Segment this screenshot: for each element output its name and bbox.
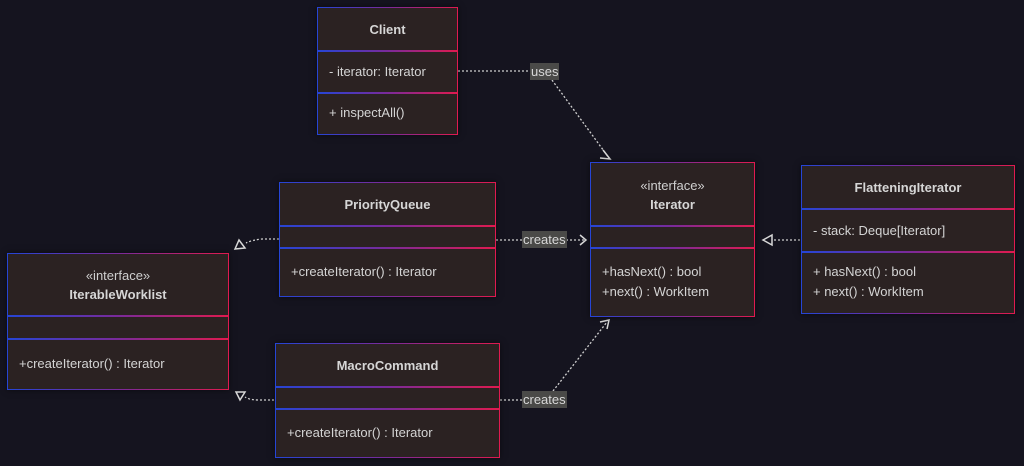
class-methods: +createIterator() : Iterator	[275, 408, 500, 456]
class-methods: +hasNext() : bool +next() : WorkItem	[590, 247, 755, 315]
class-header: «interface» Iterator	[591, 163, 754, 226]
class-header: MacroCommand	[276, 344, 499, 387]
class-name: IterableWorklist	[69, 287, 167, 302]
method: + next() : WorkItem	[813, 284, 924, 299]
attribute: - iterator: Iterator	[329, 64, 426, 79]
class-header: FlatteningIterator	[802, 166, 1014, 209]
method: + inspectAll()	[329, 105, 405, 120]
class-header: «interface» IterableWorklist	[8, 254, 228, 316]
arrowhead-open-icon	[579, 234, 588, 246]
class-iterable-worklist[interactable]: «interface» IterableWorklist +createIter…	[7, 253, 229, 390]
class-client[interactable]: Client - iterator: Iterator + inspectAll…	[317, 7, 458, 135]
edge-priorityqueue-realizes-worklist	[245, 238, 279, 244]
edge-label-uses: uses	[530, 63, 560, 80]
class-attributes	[275, 386, 500, 409]
class-name: MacroCommand	[336, 358, 439, 373]
class-attributes: - stack: Deque[Iterator]	[801, 208, 1015, 252]
method: +createIterator() : Iterator	[291, 263, 437, 279]
class-name: FlatteningIterator	[854, 180, 962, 195]
class-header: PriorityQueue	[280, 183, 495, 226]
method: + hasNext() : bool	[813, 264, 916, 279]
method: +hasNext() : bool	[602, 263, 702, 279]
class-attributes	[7, 315, 229, 339]
edge-client-uses-iterator	[458, 70, 610, 159]
class-methods: + inspectAll()	[317, 92, 458, 133]
class-name: Client	[369, 22, 406, 37]
edge-macrocommand-realizes-worklist	[244, 396, 274, 401]
triangle-realization-icon	[761, 233, 773, 247]
class-attributes	[279, 225, 496, 248]
edge-macrocommand-creates-iterator	[500, 321, 608, 401]
class-methods: +createIterator() : Iterator	[7, 338, 229, 388]
class-header: Client	[318, 8, 457, 51]
edge-label-creates: creates	[522, 231, 567, 248]
class-name: Iterator	[650, 196, 695, 212]
class-name: PriorityQueue	[344, 197, 431, 212]
edge-label-creates: creates	[522, 391, 567, 408]
attribute: - stack: Deque[Iterator]	[813, 222, 946, 238]
method: +createIterator() : Iterator	[19, 355, 165, 371]
method: +createIterator() : Iterator	[287, 424, 433, 440]
class-flattening-iterator[interactable]: FlatteningIterator - stack: Deque[Iterat…	[801, 165, 1015, 314]
class-iterator[interactable]: «interface» Iterator +hasNext() : bool +…	[590, 162, 755, 317]
method: +next() : WorkItem	[602, 283, 710, 299]
class-attributes: - iterator: Iterator	[317, 50, 458, 93]
class-stereotype: «interface»	[640, 177, 705, 193]
class-priority-queue[interactable]: PriorityQueue +createIterator() : Iterat…	[279, 182, 496, 297]
arrowhead-open-icon	[599, 149, 612, 160]
class-macro-command[interactable]: MacroCommand +createIterator() : Iterato…	[275, 343, 500, 458]
class-methods: + hasNext() : bool + next() : WorkItem	[801, 251, 1015, 312]
arrowhead-open-icon	[599, 319, 610, 330]
triangle-realization-icon	[233, 238, 247, 250]
class-methods: +createIterator() : Iterator	[279, 247, 496, 295]
class-attributes	[590, 225, 755, 248]
class-stereotype: «interface»	[85, 268, 151, 283]
triangle-realization-icon	[234, 391, 247, 402]
